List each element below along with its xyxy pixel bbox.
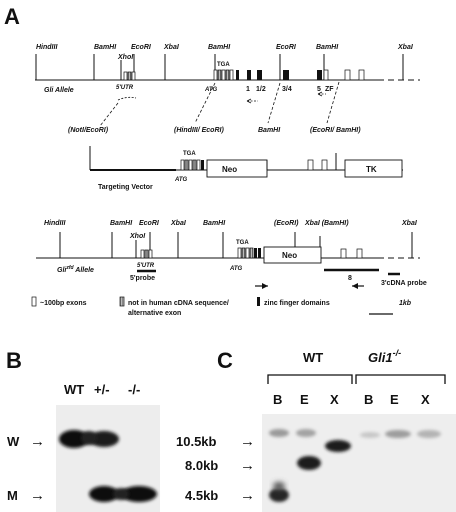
arrow-w: → <box>30 433 45 450</box>
gli-zfd-allele-label: Glizfd Allele <box>57 265 94 274</box>
gli-allele-label: Gli Allele <box>44 87 74 94</box>
arrow-10-5kb: → <box>240 433 255 450</box>
site-xhoi: XhoI <box>117 54 134 61</box>
panel-c-letter: C <box>217 348 233 373</box>
legend <box>31 296 393 315</box>
targeting-vector-label: Targeting Vector <box>98 184 153 191</box>
lane-ko-e: E <box>390 392 399 407</box>
lane-ko-x: X <box>421 392 430 407</box>
atg-label-mut: ATG <box>229 266 243 272</box>
group-ko-label: Gli1-/- <box>368 348 401 365</box>
site-ecori-2: EcoRI <box>276 44 297 51</box>
utr-label-mut: 5'UTR <box>137 263 155 269</box>
site-xbai-bamhi: XbaI (BamHI) <box>304 220 349 227</box>
site-hindiii: HindIII <box>36 44 58 51</box>
exon-3-4: 3/4 <box>282 86 292 93</box>
atg-label: ATG <box>204 87 218 93</box>
legend-scale-text: 1kb <box>399 300 412 307</box>
utr-label: 5'UTR <box>116 85 134 91</box>
exon-1-2: 1/2 <box>256 86 266 93</box>
legend-zf-text: zinc finger domains <box>264 300 330 307</box>
legend-alt-exon-text: not in human cDNA sequence/ <box>128 300 229 307</box>
southern-blot-c <box>262 414 456 512</box>
site-bamhi-3: BamHI <box>316 44 339 51</box>
lane-ko-b: B <box>364 392 373 407</box>
row-m: M <box>7 488 18 503</box>
site-ecori-paren: (EcoRI) <box>274 220 299 227</box>
bracket-wt <box>267 374 353 384</box>
fragment-8-label: 8 <box>348 275 352 282</box>
site-ecori-mut: EcoRI <box>139 220 160 227</box>
size-10-5kb: 10.5kb <box>176 434 217 449</box>
tga-label-mut: TGA <box>236 240 249 246</box>
neo-cassette-vec: Neo <box>222 165 237 174</box>
site-xbai-mut-2: XbaI <box>401 220 418 227</box>
lane-wt-e: E <box>300 392 309 407</box>
lane-ko: -/- <box>128 382 140 397</box>
tk-cassette: TK <box>366 165 377 174</box>
legend-exon-swatch <box>31 296 37 307</box>
tga-label: TGA <box>217 62 230 68</box>
site-hindiii-ecori: (HindIII/ EcoRI) <box>174 127 224 134</box>
site-bamhi-vec: BamHI <box>258 127 281 134</box>
probe-3-label: 3'cDNA probe <box>381 280 427 287</box>
lane-wt: WT <box>64 382 84 397</box>
bracket-ko <box>355 374 446 384</box>
site-xbai-2: XbaI <box>397 44 414 51</box>
neo-cassette-mut: Neo <box>282 251 297 260</box>
site-bamhi-mut: BamHI <box>110 220 133 227</box>
size-4-5kb: 4.5kb <box>185 488 218 503</box>
exon-1: 1 <box>246 86 250 93</box>
row-w: W <box>7 434 20 449</box>
southern-blot-b <box>56 405 160 512</box>
legend-alt-exon-swatch <box>119 296 125 307</box>
site-bamhi-2: BamHI <box>208 44 231 51</box>
legend-exon-text: ~100bp exons <box>40 300 87 307</box>
site-xhoi-mut: XhoI <box>129 233 146 240</box>
lane-het: +/- <box>94 382 110 397</box>
arrow-8-0kb: → <box>240 457 255 474</box>
targeting-vector-map <box>89 81 403 178</box>
site-xbai-mut: XbaI <box>170 220 187 227</box>
panel-a-letter: A <box>4 4 20 29</box>
site-bamhi-mut-2: BamHI <box>203 220 226 227</box>
size-8-0kb: 8.0kb <box>185 458 218 473</box>
tga-label-vec: TGA <box>183 151 196 157</box>
legend-alt-exon-text-2: alternative exon <box>128 310 181 317</box>
site-ecori-bamhi: (EcoRI/ BamHI) <box>310 127 361 134</box>
arrow-m: → <box>30 487 45 504</box>
probe-5-label: 5'probe <box>130 275 155 282</box>
gli-zfd-allele-map <box>36 232 420 289</box>
site-hindiii-mut: HindIII <box>44 220 66 227</box>
gli-allele-map <box>35 54 420 104</box>
lane-wt-x: X <box>330 392 339 407</box>
exon-zf: ZF <box>325 86 334 93</box>
site-ecori: EcoRI <box>131 44 152 51</box>
exon-5: 5 <box>317 86 321 93</box>
site-noti-ecori: (NotI/EcoRI) <box>68 127 109 134</box>
lane-wt-b: B <box>273 392 282 407</box>
atg-label-vec: ATG <box>174 177 188 183</box>
site-xbai: XbaI <box>163 44 180 51</box>
group-wt-label: WT <box>303 350 323 365</box>
site-bamhi: BamHI <box>94 44 117 51</box>
legend-zf-swatch <box>257 297 260 306</box>
arrow-4-5kb: → <box>240 487 255 504</box>
panel-b-letter: B <box>6 348 22 373</box>
